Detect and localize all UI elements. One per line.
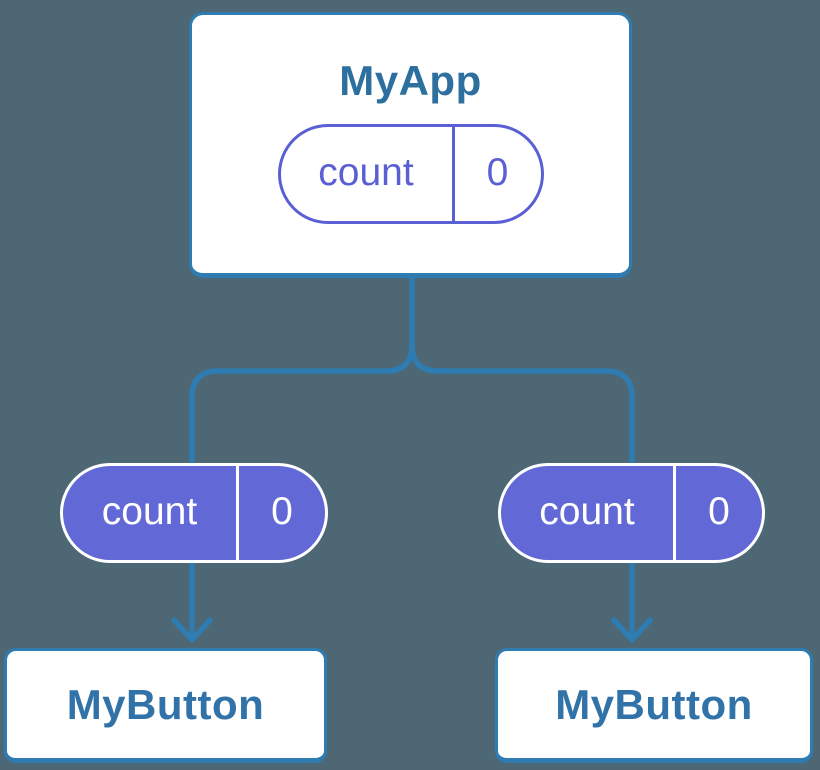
prop-pill-left: count 0: [60, 463, 328, 563]
node-title: MyButton: [555, 680, 753, 728]
node-title: MyButton: [66, 680, 265, 728]
prop-pill-label: count: [539, 489, 635, 533]
state-pill-label: count: [318, 150, 414, 194]
state-pill-value: 0: [486, 150, 509, 194]
arrow-down-icon: [171, 617, 213, 643]
prop-pill-right: count 0: [498, 463, 765, 563]
node-myapp: MyApp count 0: [189, 12, 632, 278]
pill-divider: [236, 466, 239, 560]
arrow-down-icon: [611, 617, 653, 643]
state-pill: count 0: [277, 124, 544, 224]
branch-line-left: [189, 274, 415, 639]
node-title: MyApp: [339, 57, 482, 104]
pill-divider: [451, 127, 455, 221]
prop-pill-value: 0: [708, 489, 730, 533]
pill-divider: [673, 466, 676, 560]
prop-pill-value: 0: [271, 489, 293, 533]
node-mybutton-right: MyButton: [495, 648, 813, 763]
node-mybutton-left: MyButton: [4, 648, 327, 763]
prop-pill-label: count: [101, 489, 198, 533]
branch-line-right: [409, 342, 635, 639]
